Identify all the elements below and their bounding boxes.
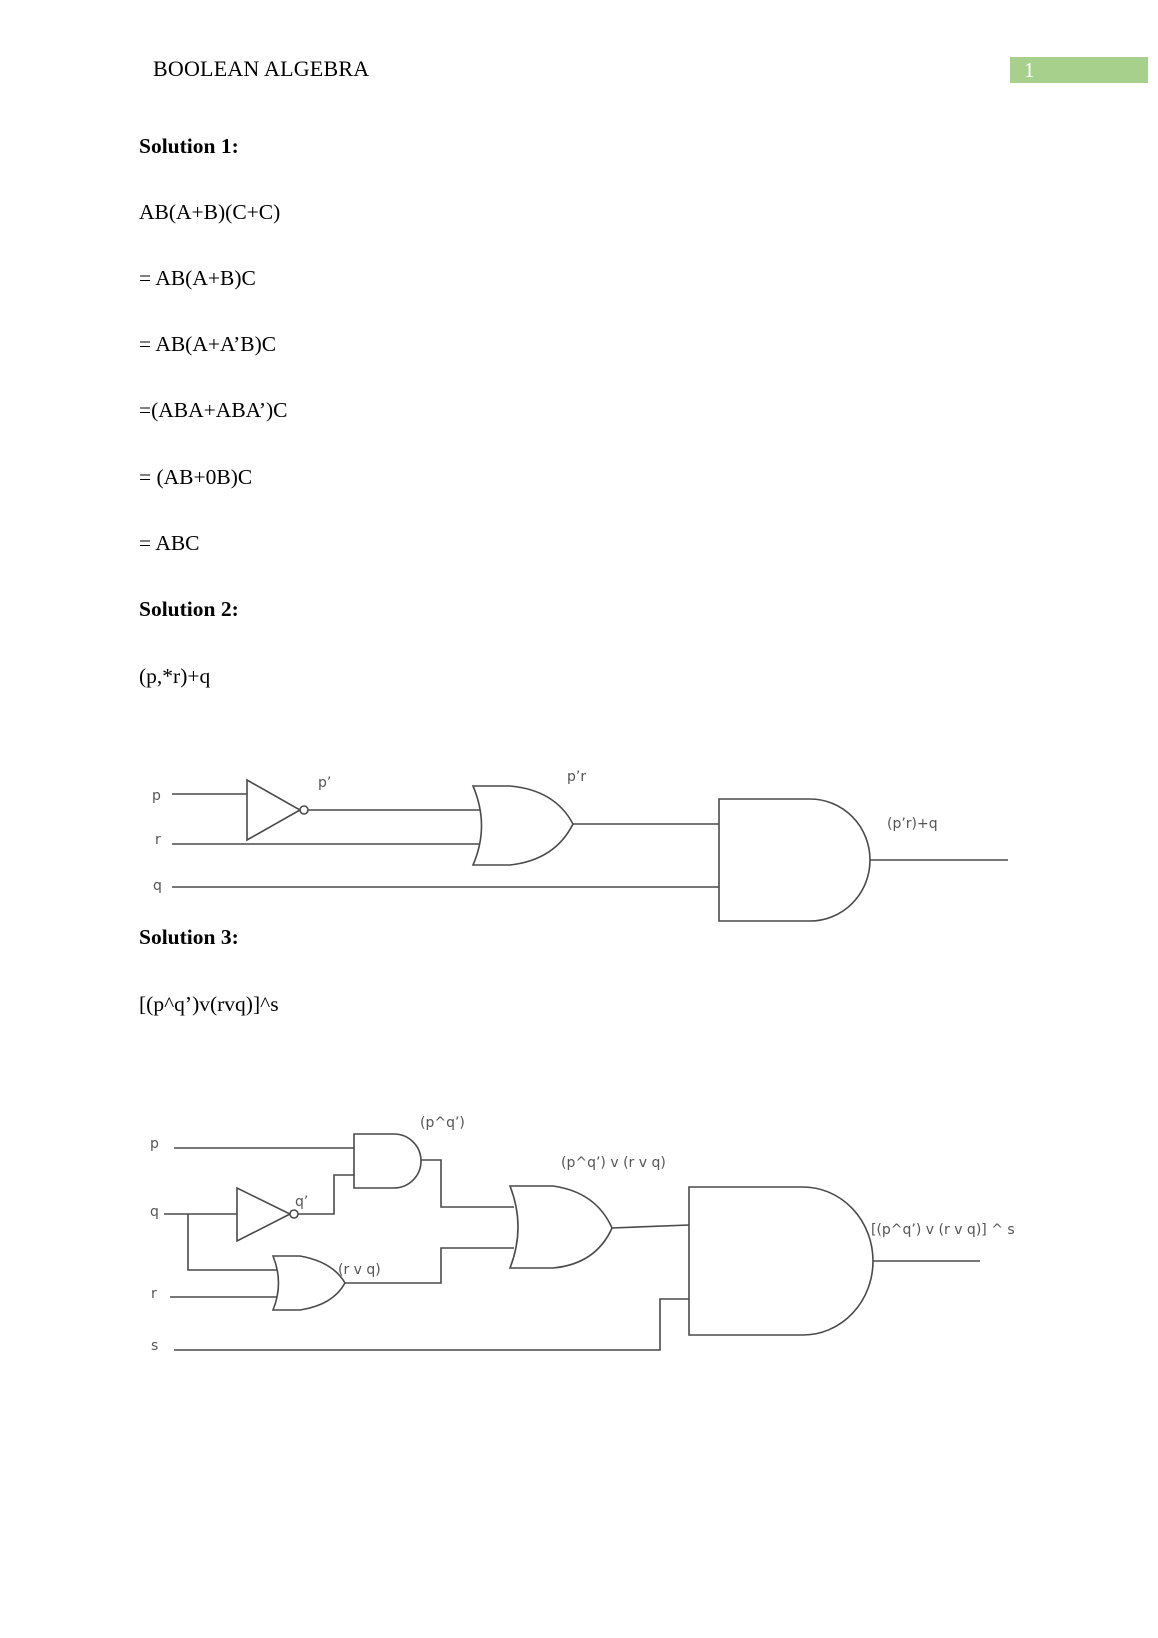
final-output-label: (p’r)+q — [887, 816, 938, 832]
wire-s — [174, 1298, 689, 1351]
input-label-r: r — [151, 1286, 157, 1302]
solution-3-expression: [(p^q’)v(rvq)]^s — [139, 992, 279, 1016]
wire-and1-out — [421, 1159, 514, 1208]
solution-3-heading: Solution 3: — [139, 925, 239, 949]
solution-1-heading: Solution 1: — [139, 134, 239, 158]
or-gate-1 — [271, 1255, 346, 1311]
circuit-solution-2: p r q p’ p’r (p’r)+q — [152, 769, 1008, 922]
not-bubble — [299, 805, 309, 815]
not-gate — [236, 1186, 292, 1243]
input-label-s: s — [151, 1338, 158, 1354]
and-gate — [718, 798, 871, 922]
solution-2-expression: (p,*r)+q — [139, 664, 211, 688]
step-line: = (AB+0B)C — [139, 465, 253, 489]
wire-or2-out — [611, 1224, 690, 1229]
or-gate-2 — [508, 1185, 613, 1269]
input-label-r: r — [155, 832, 161, 848]
not-gate — [246, 778, 302, 842]
wire-or1-out — [345, 1247, 514, 1284]
final-output-label: [(p^q’) v (r v q)] ^ s — [871, 1222, 1015, 1238]
input-label-q: q — [153, 878, 162, 894]
not-output-label: p’ — [318, 775, 331, 791]
or1-output-label: (r v q) — [338, 1262, 381, 1278]
circuit-solution-3: p q r s q’ (p^q’) (r v q) (p^q’) v (r v … — [150, 1115, 1015, 1354]
not-bubble — [289, 1209, 299, 1219]
step-line: =(ABA+ABA’)C — [139, 398, 288, 422]
or-gate — [471, 785, 574, 866]
wire-q-branch — [187, 1214, 278, 1271]
input-label-p: p — [150, 1136, 159, 1152]
step-line: = ABC — [139, 531, 200, 555]
step-line: AB(A+B)(C+C) — [139, 200, 281, 224]
solution-2-heading: Solution 2: — [139, 597, 239, 621]
page-number: 1 — [1024, 58, 1035, 82]
input-label-q: q — [150, 1204, 159, 1220]
input-label-p: p — [152, 788, 161, 804]
and-gate-1 — [353, 1133, 422, 1189]
step-line: = AB(A+B)C — [139, 266, 256, 290]
and-gate-final — [688, 1186, 874, 1336]
not-output-label: q’ — [295, 1194, 308, 1210]
wire-q-not — [298, 1174, 354, 1215]
page-number-badge: 1 — [1010, 57, 1148, 83]
step-line: = AB(A+A’B)C — [139, 332, 277, 356]
header-title: BOOLEAN ALGEBRA — [153, 56, 370, 81]
or2-output-label: (p^q’) v (r v q) — [561, 1155, 666, 1171]
and1-output-label: (p^q’) — [420, 1115, 465, 1131]
or-output-label: p’r — [567, 769, 586, 785]
